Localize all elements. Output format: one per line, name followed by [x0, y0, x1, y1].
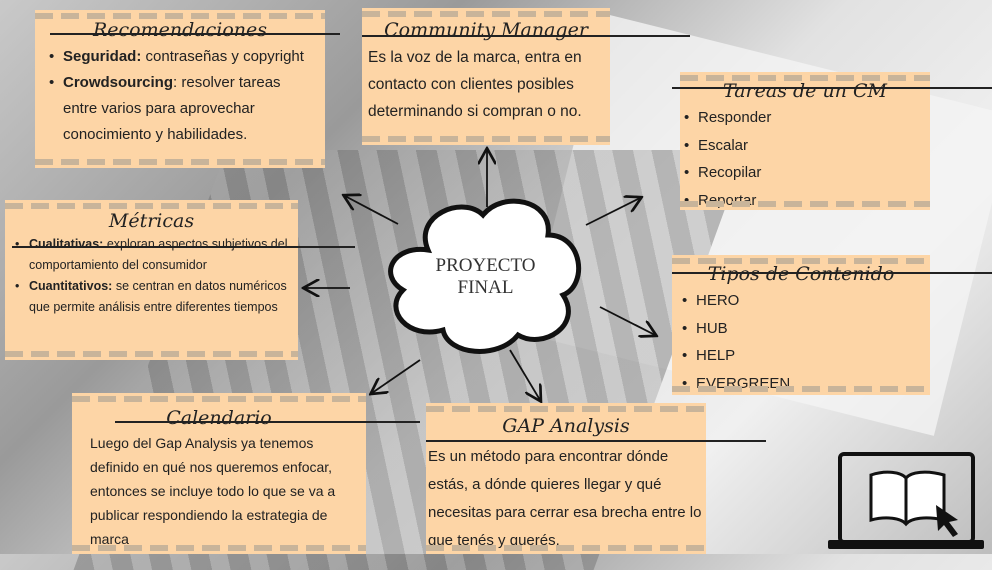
item-text: : resolver tareas entre varios para apro…	[63, 74, 281, 143]
center-line2: FINAL	[457, 277, 514, 298]
list-item: Reportar	[684, 187, 926, 215]
list-item: HUB	[682, 315, 920, 343]
community-card: Community Manager Es la voz de la marca,…	[362, 8, 610, 145]
list-item: HERO	[682, 287, 920, 315]
item-label: Cuantitativos:	[29, 279, 113, 293]
divider	[426, 440, 766, 442]
item-text: se centran en datos numéricos que permit…	[29, 279, 287, 314]
list-item: Crowdsourcing: resolver tareas entre var…	[49, 70, 311, 148]
gap-text: Es un método para encontrar dónde estás,…	[428, 448, 702, 549]
tareas-card: Tareas de un CM Responder Escalar Recopi…	[680, 72, 930, 214]
community-title: Community Manager	[384, 19, 588, 41]
recomendaciones-card: Recomendaciones Seguridad: contraseñas y…	[35, 10, 325, 168]
divider	[12, 246, 355, 248]
item-label: Seguridad:	[63, 48, 142, 65]
tipos-card: Tipos de Contenido HERO HUB HELP EVERGRE…	[672, 255, 930, 398]
list-item: Cualitativas: exploran aspectos subjetiv…	[15, 234, 288, 276]
item-label: Crowdsourcing	[63, 74, 174, 91]
metricas-card: Métricas Cualitativas: exploran aspectos…	[5, 200, 298, 360]
arrow-gap	[509, 349, 540, 400]
calendario-text: Luego del Gap Analysis ya tenemos defini…	[90, 435, 336, 547]
divider	[362, 35, 690, 37]
community-text: Es la voz de la marca, entra en contacto…	[368, 49, 582, 120]
list-item: Cuantitativos: se centran en datos numér…	[15, 276, 288, 318]
connector-arrows	[0, 0, 992, 554]
tareas-title: Tareas de un CM	[723, 80, 887, 102]
divider	[672, 272, 992, 274]
item-text: contraseñas y copyright	[141, 48, 304, 65]
laptop-book-cursor-icon	[828, 452, 984, 549]
divider	[672, 87, 992, 89]
list-item: Escalar	[684, 132, 926, 160]
item-text: exploran aspectos subjetivos del comport…	[29, 237, 288, 272]
list-item: HELP	[682, 342, 920, 370]
divider	[50, 33, 340, 35]
cloud-shape	[388, 198, 581, 354]
gap-card: GAP Analysis Es un método para encontrar…	[426, 403, 706, 554]
calendario-title: Calendario	[166, 407, 272, 429]
divider	[115, 421, 420, 423]
list-item: EVERGREEN	[682, 370, 920, 398]
item-label: Cualitativas:	[29, 237, 104, 251]
arrow-tareas	[585, 198, 640, 226]
list-item: Seguridad: contraseñas y copyright	[49, 44, 311, 70]
metricas-title: Métricas	[108, 210, 195, 232]
tipos-title: Tipos de Contenido	[707, 263, 895, 285]
recomendaciones-title: Recomendaciones	[92, 19, 267, 41]
arrow-calendario	[372, 359, 421, 393]
list-item: Responder	[684, 104, 926, 132]
center-line1: PROYECTO	[435, 255, 536, 276]
gap-title: GAP Analysis	[502, 415, 630, 437]
calendario-card: Calendario Luego del Gap Analysis ya ten…	[72, 393, 366, 554]
list-item: Recopilar	[684, 159, 926, 187]
arrow-tipos	[599, 306, 655, 335]
arrow-recomendaciones	[345, 196, 399, 225]
